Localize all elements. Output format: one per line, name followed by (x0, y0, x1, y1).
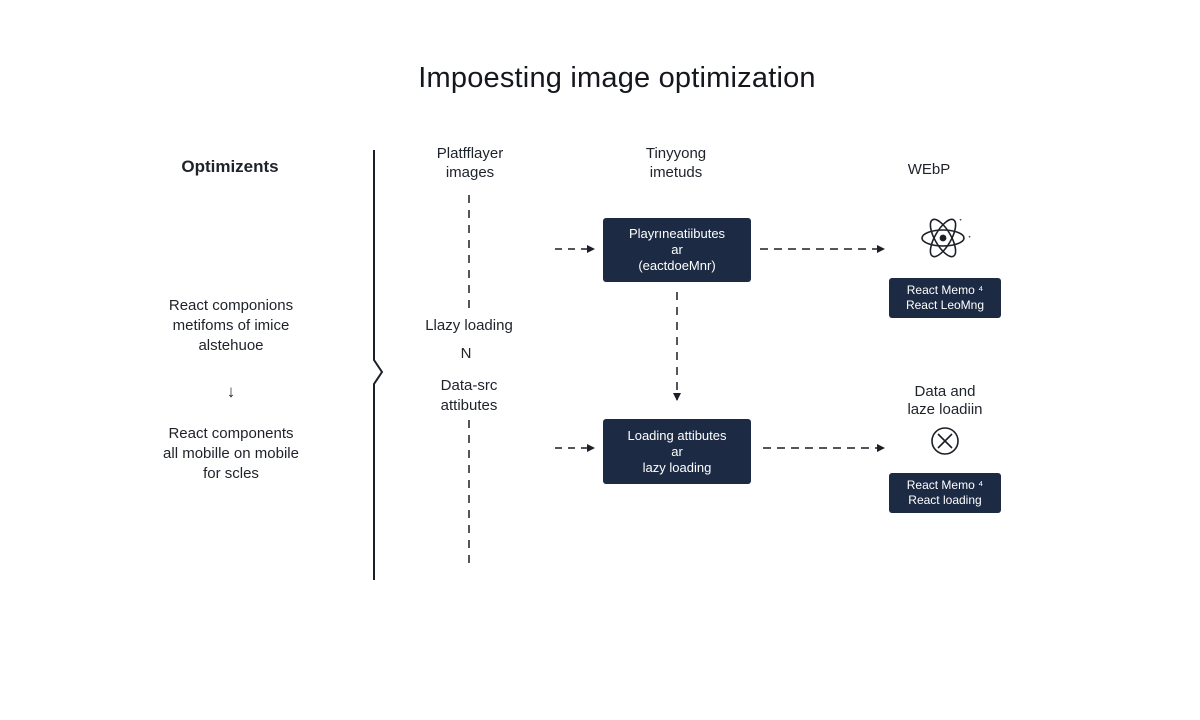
down-arrow-icon: ↓ (226, 382, 236, 401)
svg-text:ᐩ: ᐩ (968, 234, 971, 243)
column-header-tinyyong-line1: Tinyyong (645, 145, 707, 162)
column-header-platfflayer: Platfflayer images (400, 144, 540, 182)
left-note-2-line1: React components (168, 425, 294, 442)
column-header-optimizents: Optimizents (181, 157, 279, 176)
step-lazy-loading: Llazy loading (425, 317, 513, 334)
react-memo-badge-bottom-line1: React Memo ⁴ (906, 478, 984, 492)
process-box-top[interactable]: Playrıneatiibutes ar (eactdoeMnr) (603, 218, 751, 282)
right-note-data-and-line2: laze loadiin (907, 401, 983, 418)
step-data-src: Data-src attibutes (409, 376, 529, 416)
react-memo-badge-top[interactable]: React Memo ⁴ React LeoMng (889, 278, 1001, 318)
step-data-src-line1: Data-src (440, 377, 498, 394)
process-box-top-line3: (eactdoeMnr) (638, 258, 716, 273)
react-memo-badge-top-line2: React LeoMng (905, 298, 985, 312)
react-atom-icon: ᐩ ᐩ (921, 217, 971, 258)
page-title: Impoesting image optimization (418, 62, 816, 94)
process-box-bottom-line3: lazy loading (642, 459, 712, 475)
process-box-bottom-line1: Loading attibutes (627, 427, 727, 443)
process-box-bottom-line2: ar (671, 443, 683, 459)
svg-text:ᐩ: ᐩ (959, 217, 962, 226)
process-box-top-line2: ar (671, 242, 683, 257)
step-arrow-glyph: N (460, 345, 472, 362)
left-note-1-line1: React componions (168, 297, 294, 314)
left-note-react-componions: React componions metifoms of imice alste… (131, 296, 331, 356)
column-header-platfflayer-line2: images (445, 164, 495, 181)
process-box-bottom[interactable]: Loading attibutes ar lazy loading (603, 419, 751, 484)
column-header-webp: WEbP (907, 161, 951, 178)
process-box-top-line1: Playrıneatiibutes (628, 226, 726, 241)
column-divider (373, 150, 384, 580)
react-memo-badge-bottom-line2: React loading (908, 493, 982, 507)
left-note-react-components: React components all mobille on mobile f… (131, 424, 331, 484)
column-header-platfflayer-line1: Platfflayer (436, 145, 504, 162)
left-note-1-line3: alstehuoe (198, 337, 264, 354)
left-note-2-line2: all mobille on mobile (163, 445, 299, 462)
react-memo-badge-bottom[interactable]: React Memo ⁴ React loading (889, 473, 1001, 513)
left-note-1-line2: metifoms of imice (172, 317, 290, 334)
right-note-data-and: Data and laze loadiin (885, 383, 1005, 419)
column-header-tinyyong-line2: imetuds (649, 164, 703, 181)
right-note-data-and-line1: Data and (914, 383, 976, 400)
react-memo-badge-top-line1: React Memo ⁴ (906, 283, 984, 297)
left-note-2-line3: for scles (203, 465, 259, 482)
column-header-tinyyong: Tinyyong imetuds (606, 144, 746, 182)
circle-x-icon (931, 427, 959, 455)
step-data-src-line2: attibutes (440, 397, 498, 414)
